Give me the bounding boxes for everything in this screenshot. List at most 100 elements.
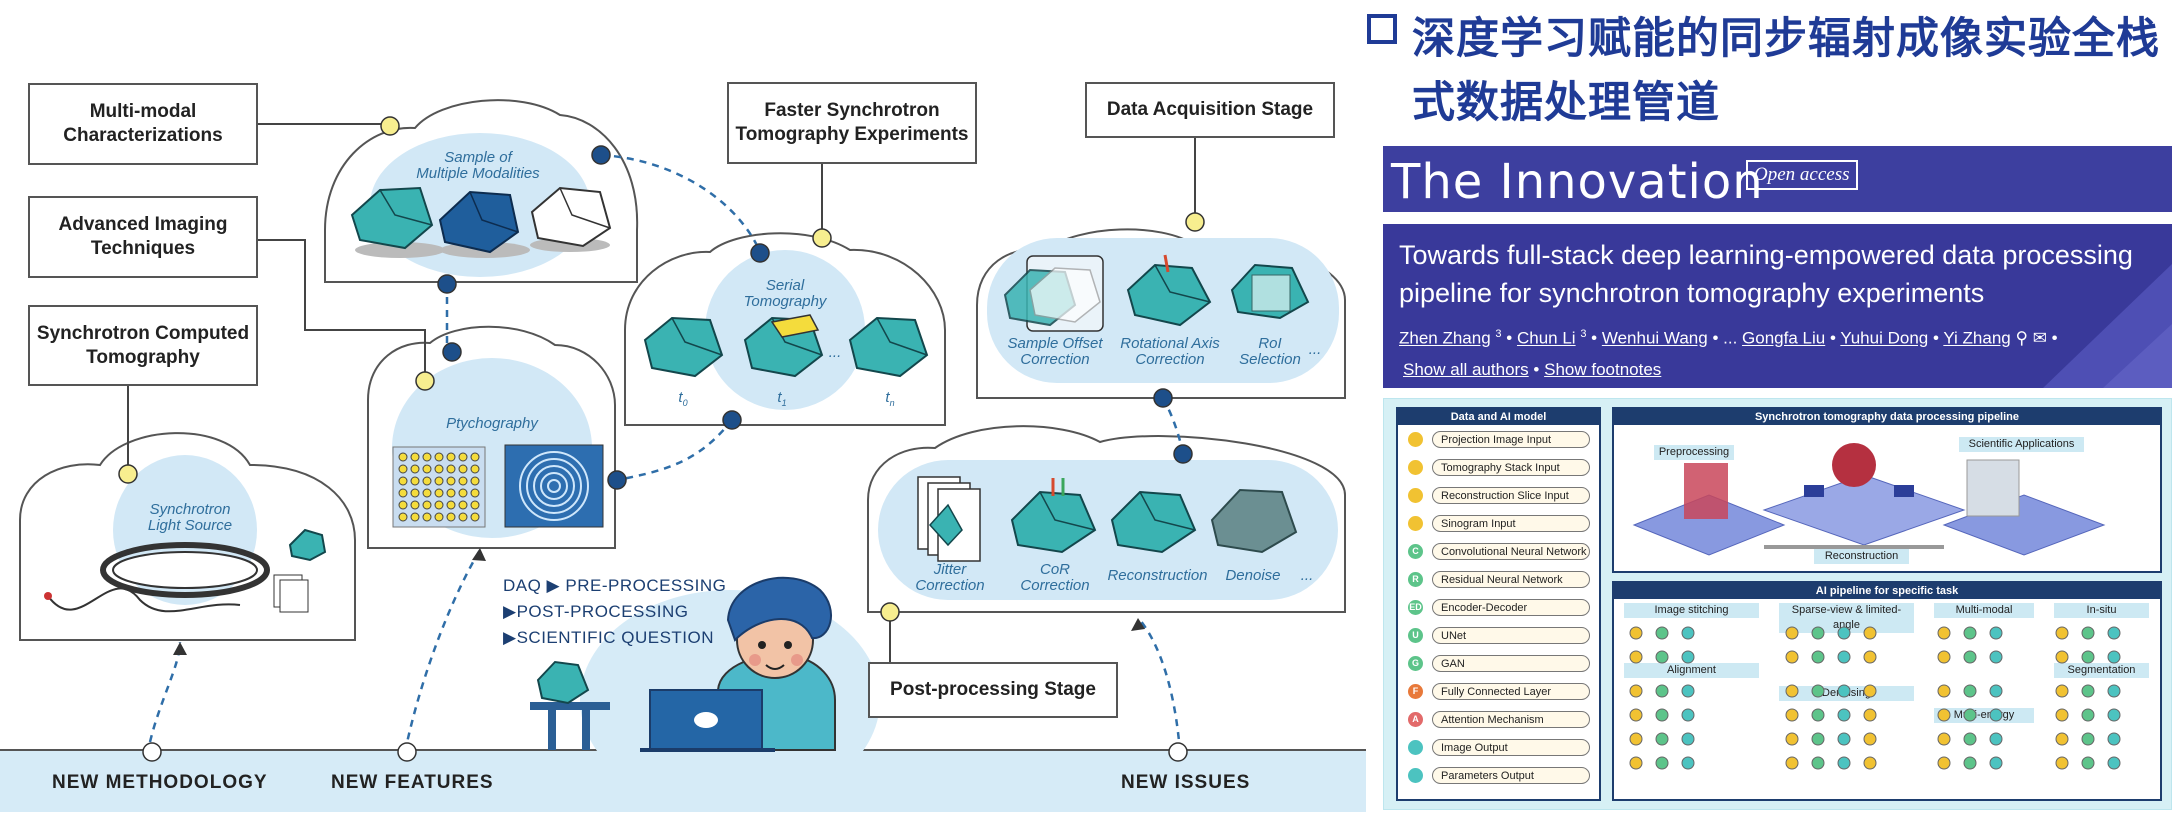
person-at-laptop <box>530 576 836 752</box>
crystal-group-post <box>917 476 1298 562</box>
task-node <box>1785 756 1799 770</box>
legend-item: Parameters Output <box>1432 767 1590 784</box>
author-link[interactable]: Yuhui Dong <box>1840 328 1929 348</box>
label-sample-offset: Sample Offset Correction <box>1007 335 1103 368</box>
label-light-source: Synchrotron Light Source <box>147 501 233 534</box>
task-node <box>1785 708 1799 722</box>
task-stitching: Image stitching <box>1624 603 1759 618</box>
legend-dot <box>1408 740 1423 755</box>
reconstruction-label: Reconstruction <box>1814 549 1909 564</box>
author-link[interactable]: Chun Li <box>1516 328 1576 348</box>
person-icon: ⚲ <box>2015 328 2028 348</box>
legend-item: UNet <box>1432 627 1590 644</box>
task-node <box>1629 684 1643 698</box>
legend-item: Sinogram Input <box>1432 515 1590 532</box>
author-link[interactable]: Zhen Zhang <box>1399 328 1491 348</box>
author-link[interactable]: Gongfa Liu <box>1742 328 1826 348</box>
label-new-issues: NEW ISSUES <box>1121 772 1251 793</box>
task-node <box>2081 684 2095 698</box>
task-node <box>1937 732 1951 746</box>
legend-item: Tomography Stack Input <box>1432 459 1590 476</box>
task-node <box>1785 684 1799 698</box>
task-node <box>1811 708 1825 722</box>
task-node <box>1989 684 2003 698</box>
box-acquisition-stage: Data Acquisition Stage <box>1085 82 1335 138</box>
task-node <box>1655 626 1669 640</box>
legend-dot <box>1408 768 1423 783</box>
task-node <box>1863 684 1877 698</box>
task-node <box>1629 708 1643 722</box>
task-node <box>2055 732 2069 746</box>
show-all-authors-link[interactable]: Show all authors <box>1403 360 1529 379</box>
task-node <box>1681 756 1695 770</box>
label-t0: t0 <box>678 389 688 408</box>
legend-dot: ED <box>1408 600 1423 615</box>
task-node <box>1837 756 1851 770</box>
task-node <box>1937 684 1951 698</box>
task-multimodal: Multi-modal <box>1934 603 2034 618</box>
mail-icon[interactable]: ✉ <box>2032 328 2047 348</box>
task-node <box>1937 756 1951 770</box>
ptychography-images <box>392 444 604 528</box>
task-node <box>1629 732 1643 746</box>
task-node <box>1655 684 1669 698</box>
label-ptychography: Ptychography <box>446 415 538 432</box>
task-node <box>2107 708 2121 722</box>
author-links-row: Show all authors • Show footnotes <box>1403 360 1662 379</box>
task-node <box>1963 684 1977 698</box>
legend-item: Attention Mechanism <box>1432 711 1590 728</box>
task-panel: AI pipeline for specific task Image stit… <box>1612 581 2162 801</box>
task-node <box>2107 732 2121 746</box>
legend-dot: F <box>1408 684 1423 699</box>
task-node <box>1863 708 1877 722</box>
task-node <box>2107 626 2121 640</box>
task-node-grid <box>1629 626 2121 770</box>
task-node <box>1963 650 1977 664</box>
task-segmentation: Segmentation <box>2054 663 2149 678</box>
task-node <box>2081 732 2095 746</box>
legend-dot <box>1408 432 1423 447</box>
legend-dot <box>1408 516 1423 531</box>
crystal-group-sample <box>350 186 612 258</box>
task-node <box>2055 650 2069 664</box>
task-node <box>1681 684 1695 698</box>
task-node <box>1681 708 1695 722</box>
journal-banner: The Innovation Open access <box>1383 146 2172 212</box>
task-alignment: Alignment <box>1624 663 1759 678</box>
show-footnotes-link[interactable]: Show footnotes <box>1544 360 1662 379</box>
legend-dot <box>1408 488 1423 503</box>
label-serial-tomography: Serial Tomography <box>743 277 827 310</box>
graphical-abstract: Data and AI model Projection Image Input… <box>1383 398 2172 810</box>
legend-item: Encoder-Decoder <box>1432 599 1590 616</box>
task-node <box>1811 732 1825 746</box>
task-node <box>1837 650 1851 664</box>
scientific-applications-label: Scientific Applications <box>1959 437 2084 452</box>
slide-title-line-2: 式数据处理管道 <box>1412 78 1720 128</box>
task-node <box>1863 650 1877 664</box>
label-ellipsis-acq: ... <box>1308 341 1322 358</box>
task-node <box>1937 708 1951 722</box>
label-rotational-axis: Rotational Axis Correction <box>1120 335 1220 368</box>
legend-item: Convolutional Neural Network <box>1432 543 1590 560</box>
paper-title[interactable]: Towards full-stack deep learning-empower… <box>1399 240 2133 308</box>
legend-dot: U <box>1408 628 1423 643</box>
paper-card: Towards full-stack deep learning-empower… <box>1383 224 2172 388</box>
box-synchrotron-ct: Synchrotron Computed Tomography <box>28 305 258 386</box>
label-denoise: Denoise <box>1225 567 1281 584</box>
legend-dot: R <box>1408 572 1423 587</box>
task-node <box>1863 732 1877 746</box>
label-roi-selection: RoI Selection <box>1239 335 1301 368</box>
author-link[interactable]: Wenhui Wang <box>1601 328 1708 348</box>
checkbox-bullet-icon <box>1367 14 1397 44</box>
author-link[interactable]: Yi Zhang <box>1943 328 2011 348</box>
legend-item: Residual Neural Network <box>1432 571 1590 588</box>
legend-dot: C <box>1408 544 1423 559</box>
task-node <box>2055 756 2069 770</box>
legend-header: Data and AI model <box>1398 409 1599 425</box>
task-node <box>1629 626 1643 640</box>
label-reconstruction: Reconstruction <box>1107 567 1208 584</box>
task-node <box>1629 756 1643 770</box>
diagram-canvas <box>0 99 1366 812</box>
task-node <box>1837 732 1851 746</box>
label-cor: CoR Correction <box>1020 561 1090 594</box>
